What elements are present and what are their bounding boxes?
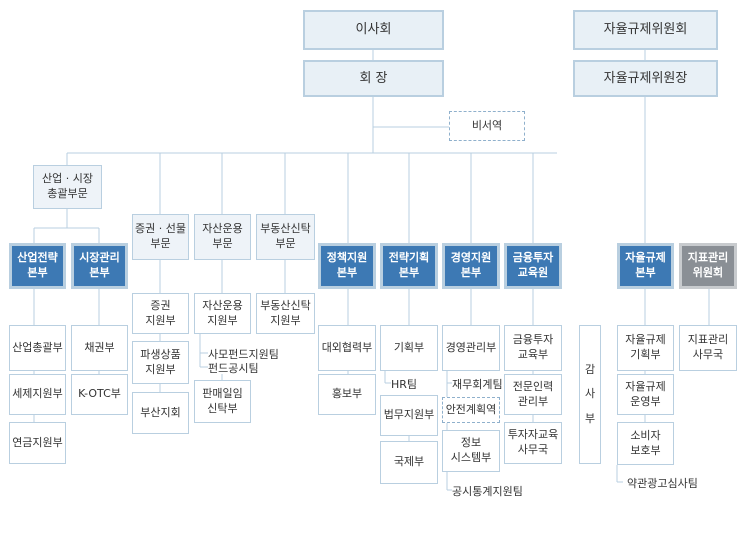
industry-general-unit: 산업총괄부 — [9, 325, 66, 371]
chairman-box: 회 장 — [303, 60, 444, 97]
investor-edu-office-unit: 투자자교육 사무국 — [504, 422, 562, 464]
policy-support-dept: 정책지원 본부 — [318, 243, 376, 289]
index-mgmt-office-unit: 지표관리 사무국 — [679, 325, 737, 371]
secretary-box: 비서역 — [449, 111, 525, 141]
safety-planning-unit: 안전계획역 — [442, 397, 500, 423]
real-estate-group: 부동산신탁 부문 — [256, 214, 315, 260]
investment-edu-unit: 금융투자 교육부 — [504, 325, 562, 371]
hr-team-label: HR팀 — [391, 378, 418, 391]
pension-support-unit: 연금지원부 — [9, 422, 66, 464]
pr-unit: 홍보부 — [318, 374, 376, 415]
tax-support-unit: 세제지원부 — [9, 374, 66, 415]
busan-office-unit: 부산지회 — [132, 392, 189, 434]
management-unit: 경영관리부 — [442, 325, 500, 371]
sales-trust-unit: 판매일임 신탁부 — [194, 380, 251, 423]
securities-support-unit: 증권 지원부 — [132, 293, 189, 334]
planning-unit: 기획부 — [380, 325, 438, 371]
real-estate-support-unit: 부동산신탁 지원부 — [256, 293, 315, 334]
asset-mgmt-group: 자산운용 부문 — [194, 214, 251, 260]
fund-notice-team-label: 펀드공시팀 — [208, 362, 259, 375]
asset-support-unit: 자산운용 지원부 — [194, 293, 251, 334]
legal-support-unit: 법무지원부 — [380, 395, 438, 436]
industry-market-group: 산업 · 시장 총괄부문 — [33, 165, 102, 209]
info-system-unit: 정보 시스템부 — [442, 430, 500, 472]
audit-unit: 감 사 부 — [579, 325, 601, 464]
bond-unit: 채권부 — [71, 325, 128, 371]
professional-mgmt-unit: 전문인력 관리부 — [504, 374, 562, 415]
investment-education-dept: 금융투자 교육원 — [504, 243, 562, 289]
board-box: 이사회 — [303, 10, 444, 50]
strategic-planning-dept: 전략기획 본부 — [380, 243, 438, 289]
self-regulation-planning-unit: 자율규제 기획부 — [617, 325, 674, 371]
self-regulation-operation-unit: 자율규제 운영부 — [617, 374, 674, 415]
management-support-dept: 경영지원 본부 — [442, 243, 500, 289]
public-stats-team-label: 공시통계지원팀 — [452, 485, 523, 498]
private-fund-team-label: 사모펀드지원팀 — [208, 348, 279, 361]
international-unit: 국제부 — [380, 441, 438, 484]
industry-strategy-dept: 산업전략 본부 — [9, 243, 66, 289]
finance-accounting-team-label: 재무회계팀 — [452, 378, 503, 391]
consumer-protection-unit: 소비자 보호부 — [617, 422, 674, 465]
securities-futures-group: 증권 · 선물 부문 — [132, 214, 189, 260]
derivatives-support-unit: 파생상품 지원부 — [132, 341, 189, 384]
k-otc-unit: K-OTC부 — [71, 374, 128, 415]
market-mgmt-dept: 시장관리 본부 — [71, 243, 128, 289]
self-regulation-chair-box: 자율규제위원장 — [573, 60, 718, 97]
terms-ad-review-team-label: 약관광고심사팀 — [627, 477, 698, 490]
external-cooperation-unit: 대외협력부 — [318, 325, 376, 371]
self-regulation-dept: 자율규제 본부 — [617, 243, 674, 289]
self-regulation-committee-box: 자율규제위원회 — [573, 10, 718, 50]
index-mgmt-committee: 지표관리 위원회 — [679, 243, 737, 289]
